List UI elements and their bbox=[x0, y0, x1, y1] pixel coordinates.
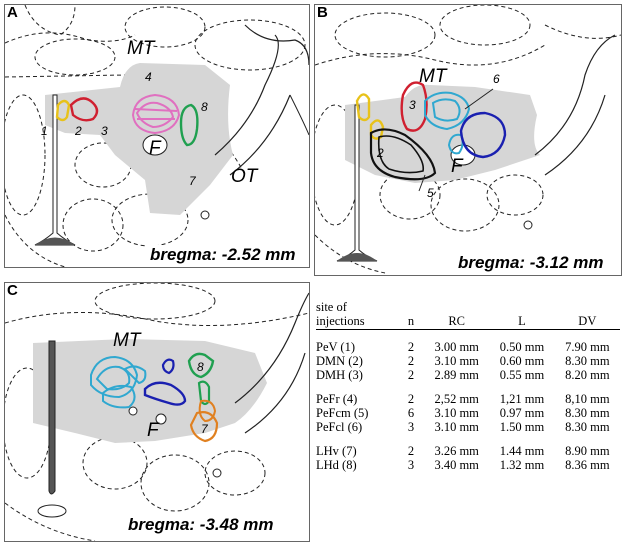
region-f-label: F bbox=[149, 138, 161, 159]
panel-a-drawing bbox=[5, 5, 309, 267]
panel-a: A MT 4 8 1 2 3 F 7 OT bregma: -2.52 mm bbox=[4, 4, 310, 268]
cell-rc: 3.00 mm bbox=[434, 340, 479, 354]
bregma-label-c: bregma: -3.48 mm bbox=[125, 515, 277, 535]
cell-n: 3 bbox=[407, 420, 415, 434]
header-site: site of injections bbox=[316, 300, 398, 330]
cell-site: LHv (7) bbox=[316, 444, 357, 458]
cell-site: PeV (1) bbox=[316, 340, 356, 354]
table-row: DMH (3) 2 2.89 mm 0.55 mm 8.20 mm bbox=[316, 368, 620, 382]
region-5-label: 5 bbox=[427, 186, 434, 200]
region-mt-label: MT bbox=[113, 330, 141, 351]
panel-c: C MT 8 F 7 bregma: -3.48 mm bbox=[4, 282, 310, 542]
cell-rc: 2,52 mm bbox=[434, 392, 479, 406]
table-row: LHv (7) 2 3.26 mm 1.44 mm 8.90 mm bbox=[316, 444, 620, 458]
cell-rc: 2.89 mm bbox=[434, 368, 479, 382]
cell-rc: 3.10 mm bbox=[434, 420, 479, 434]
region-3-label: 3 bbox=[101, 124, 108, 138]
cell-site: PeFcm (5) bbox=[316, 406, 369, 420]
header-rc: RC bbox=[424, 300, 490, 330]
cell-n: 2 bbox=[407, 368, 415, 382]
cell-l: 1.44 mm bbox=[499, 444, 545, 458]
cell-rc: 3.40 mm bbox=[434, 458, 479, 472]
region-ot-label: OT bbox=[231, 166, 258, 187]
cell-dv: 8.36 mm bbox=[565, 458, 610, 472]
region-2-label: 2 bbox=[75, 124, 82, 138]
cell-l: 1,21 mm bbox=[499, 392, 545, 406]
cell-rc: 3.26 mm bbox=[434, 444, 479, 458]
region-f-label: F bbox=[451, 156, 463, 177]
table-row: LHd (8) 3 3.40 mm 1.32 mm 8.36 mm bbox=[316, 458, 620, 472]
table-row: PeV (1) 2 3.00 mm 0.50 mm 7.90 mm bbox=[316, 340, 620, 354]
cell-site: LHd (8) bbox=[316, 458, 357, 472]
panel-c-drawing bbox=[5, 283, 309, 541]
bregma-label-a: bregma: -2.52 mm bbox=[147, 245, 299, 265]
region-mt-label: MT bbox=[419, 66, 447, 87]
panel-c-label: C bbox=[7, 282, 18, 299]
region-7-label: 7 bbox=[201, 422, 208, 436]
region-1-label: 1 bbox=[41, 124, 48, 138]
header-n: n bbox=[398, 300, 424, 330]
cell-site: DMH (3) bbox=[316, 368, 363, 382]
cell-n: 2 bbox=[407, 444, 415, 458]
panel-b: B MT 6 3 2 F 5 bregma: -3.12 mm bbox=[314, 4, 622, 276]
panel-b-label: B bbox=[317, 4, 328, 21]
cell-site: PeFr (4) bbox=[316, 392, 358, 406]
table-row: PeFcl (6) 3 3.10 mm 1.50 mm 8.30 mm bbox=[316, 420, 620, 434]
header-site-line2: injections bbox=[316, 314, 365, 328]
cell-dv: 7.90 mm bbox=[565, 340, 610, 354]
cell-rc: 3.10 mm bbox=[434, 354, 479, 368]
cell-dv: 8.20 mm bbox=[565, 368, 610, 382]
cell-dv: 8,10 mm bbox=[565, 392, 610, 406]
table-row: DMN (2) 2 3.10 mm 0.60 mm 8.30 mm bbox=[316, 354, 620, 368]
cell-site: DMN (2) bbox=[316, 354, 363, 368]
region-2-label: 2 bbox=[377, 146, 384, 160]
region-f-label: F bbox=[147, 420, 159, 441]
cell-n: 2 bbox=[407, 392, 415, 406]
region-6-label: 6 bbox=[493, 72, 500, 86]
cell-l: 0.97 mm bbox=[499, 406, 545, 420]
cell-l: 0.50 mm bbox=[499, 340, 545, 354]
region-4-label: 4 bbox=[145, 70, 152, 84]
panel-a-label: A bbox=[7, 4, 18, 21]
cell-n: 6 bbox=[407, 406, 415, 420]
cell-dv: 8.30 mm bbox=[565, 406, 610, 420]
cell-n: 3 bbox=[407, 458, 415, 472]
region-8-label: 8 bbox=[201, 100, 208, 114]
injection-sites-table: site of injections n RC L DV PeV (1) 2 3… bbox=[316, 300, 620, 472]
cell-n: 2 bbox=[407, 340, 415, 354]
cell-l: 1.50 mm bbox=[499, 420, 545, 434]
cell-n: 2 bbox=[407, 354, 415, 368]
bregma-label-b: bregma: -3.12 mm bbox=[455, 253, 607, 273]
cell-l: 0.55 mm bbox=[499, 368, 545, 382]
region-7-label: 7 bbox=[189, 174, 196, 188]
cell-site: PeFcl (6) bbox=[316, 420, 363, 434]
panel-b-drawing bbox=[315, 5, 621, 274]
cell-rc: 3.10 mm bbox=[434, 406, 479, 420]
header-l: L bbox=[489, 300, 555, 330]
cell-dv: 8.30 mm bbox=[565, 354, 610, 368]
region-3-label: 3 bbox=[409, 98, 416, 112]
table-row: PeFr (4) 2 2,52 mm 1,21 mm 8,10 mm bbox=[316, 392, 620, 406]
region-mt-label: MT bbox=[127, 38, 155, 59]
table-header-row: site of injections n RC L DV bbox=[316, 300, 620, 330]
header-site-line1: site of bbox=[316, 300, 347, 314]
cell-l: 0.60 mm bbox=[499, 354, 545, 368]
header-dv: DV bbox=[554, 300, 620, 330]
cell-dv: 8.30 mm bbox=[565, 420, 610, 434]
region-8-label: 8 bbox=[197, 360, 204, 374]
cell-l: 1.32 mm bbox=[499, 458, 545, 472]
cell-dv: 8.90 mm bbox=[565, 444, 610, 458]
table-row: PeFcm (5) 6 3.10 mm 0.97 mm 8.30 mm bbox=[316, 406, 620, 420]
